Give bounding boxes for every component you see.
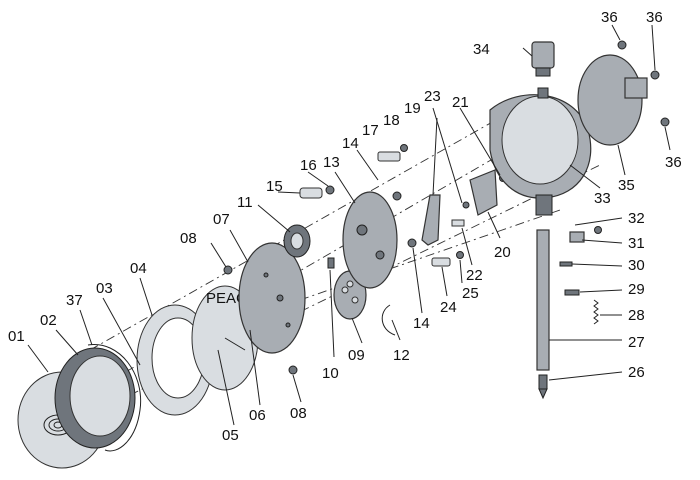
label-14-upper: 14: [342, 135, 359, 152]
part-23-screw: [462, 201, 470, 209]
part-10-pin: [327, 257, 335, 269]
label-27: 27: [628, 334, 645, 351]
label-03: 03: [96, 280, 113, 297]
label-01: 01: [8, 328, 25, 345]
part-02-bezel: [54, 347, 136, 449]
label-18: 18: [383, 112, 400, 129]
label-35: 35: [618, 177, 635, 194]
label-36-top-left: 36: [601, 9, 618, 26]
part-30-pin: [559, 261, 573, 267]
part-17-bracket: [377, 151, 401, 162]
part-36-screw-top-right: [650, 70, 660, 80]
label-05: 05: [222, 427, 239, 444]
label-10: 10: [322, 365, 339, 382]
label-26: 26: [628, 364, 645, 381]
part-11-hairspring: [283, 224, 311, 258]
label-30: 30: [628, 257, 645, 274]
part-33-housing: [489, 94, 592, 216]
label-28: 28: [628, 307, 645, 324]
label-17: 17: [362, 122, 379, 139]
label-22: 22: [466, 267, 483, 284]
part-13-movement: [342, 191, 398, 289]
label-06: 06: [249, 407, 266, 424]
label-08-upper: 08: [180, 230, 197, 247]
part-14-screw-lower: [407, 238, 417, 248]
label-15: 15: [266, 178, 283, 195]
part-24-plate: [431, 257, 451, 267]
label-25: 25: [462, 285, 479, 302]
part-18-screw: [400, 144, 408, 152]
part-12-clip: [381, 304, 396, 336]
label-19: 19: [404, 100, 421, 117]
label-32: 32: [628, 210, 645, 227]
label-11: 11: [237, 194, 253, 211]
label-09: 09: [348, 347, 365, 364]
label-13: 13: [323, 154, 340, 171]
label-36-right: 36: [665, 154, 682, 171]
part-28-spring: [593, 299, 599, 325]
part-35-back-cover: [577, 54, 648, 146]
label-34: 34: [473, 41, 490, 58]
part-37-snap-ring: [87, 344, 142, 452]
part-number-labels: 01 02 37 03 04 05 06 07 08 08 09 10 11 1…: [8, 9, 682, 444]
label-12: 12: [393, 347, 410, 364]
leader-lines: [27, 24, 671, 426]
part-20-bracket: [469, 169, 498, 216]
part-14-screw-upper: [392, 191, 402, 201]
label-23: 23: [424, 88, 441, 105]
part-29-pin: [564, 289, 580, 296]
label-16: 16: [300, 157, 317, 174]
part-32-screw: [594, 226, 602, 234]
part-15-lever: [299, 187, 323, 199]
label-07: 07: [213, 211, 230, 228]
part-08-screw-lower: [288, 365, 298, 375]
part-34-cap: [531, 41, 555, 99]
part-26-contact-point: [538, 374, 548, 400]
part-36-screw-top-left: [617, 40, 627, 50]
label-31: 31: [628, 235, 645, 252]
part-25-screw: [456, 251, 464, 259]
part-36-screw-right: [660, 117, 670, 127]
part-31-bracket: [569, 231, 585, 243]
part-06-plate: [238, 242, 306, 354]
label-20: 20: [494, 244, 511, 261]
label-36-top-right: 36: [646, 9, 663, 26]
part-22-spring: [451, 219, 465, 227]
part-08-screw-upper: [223, 265, 233, 275]
label-29: 29: [628, 281, 645, 298]
label-04: 04: [130, 260, 147, 277]
part-19-rack: [421, 194, 441, 246]
label-33: 33: [594, 190, 611, 207]
label-37: 37: [66, 292, 83, 309]
label-21: 21: [452, 94, 469, 111]
part-27-spindle: [536, 229, 550, 371]
label-02: 02: [40, 312, 57, 329]
part-16-screw: [325, 185, 335, 195]
label-24: 24: [440, 299, 457, 316]
label-08-lower: 08: [290, 405, 307, 422]
label-14-lower: 14: [413, 315, 430, 332]
